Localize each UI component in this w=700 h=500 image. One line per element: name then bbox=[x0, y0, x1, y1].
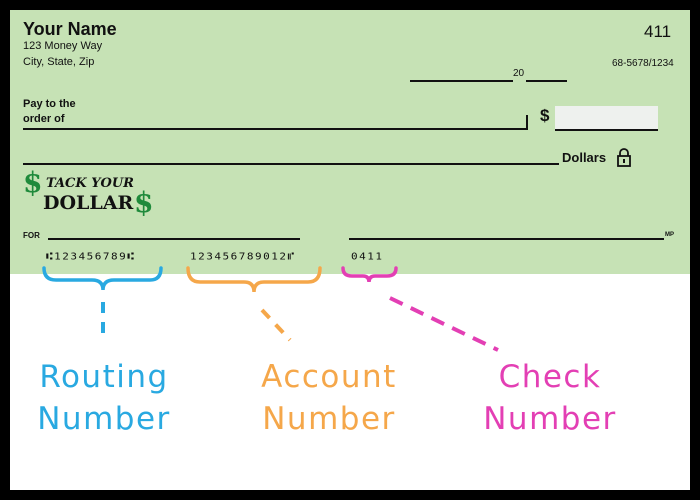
routing-label-line1: Routing bbox=[39, 359, 169, 395]
pay-to-label-line2: order of bbox=[23, 113, 65, 125]
micr-routing-number: ⑆123456789⑆ bbox=[46, 250, 136, 263]
explanation-area bbox=[10, 274, 690, 490]
mp-symbol: MP bbox=[665, 232, 674, 238]
check-number: 411 bbox=[644, 22, 672, 41]
date-line-left bbox=[410, 80, 513, 82]
logo-dollar-sign-right: $ bbox=[134, 186, 154, 219]
logo-dollar-sign-left: $ bbox=[23, 166, 43, 199]
amount-box bbox=[555, 106, 658, 131]
account-holder-name: Your Name bbox=[23, 19, 117, 39]
logo-line-1: TACK YOUR bbox=[46, 176, 134, 191]
memo-line bbox=[48, 238, 300, 240]
dollar-sign: $ bbox=[540, 106, 550, 125]
account-label-line2: Number bbox=[262, 401, 396, 437]
logo-line-2: DOLLAR bbox=[43, 192, 134, 214]
routing-label-line2: Number bbox=[37, 401, 171, 437]
micr-check-number: 0411 bbox=[351, 250, 384, 263]
fraction-code: 68-5678/1234 bbox=[612, 58, 674, 69]
date-line-right bbox=[526, 80, 567, 82]
written-amount-line bbox=[23, 163, 559, 165]
signature-line bbox=[349, 238, 664, 240]
stack-your-dollars-logo: $ TACK YOUR DOLLAR $ bbox=[23, 166, 163, 219]
payee-line bbox=[23, 128, 528, 130]
check bbox=[10, 10, 690, 274]
payee-line-end bbox=[526, 115, 528, 130]
dollars-label: Dollars bbox=[562, 150, 607, 165]
date-year-prefix: 20 bbox=[513, 68, 525, 79]
check-label-line1: Check bbox=[498, 359, 602, 395]
address-line-2: City, State, Zip bbox=[23, 56, 95, 68]
address-line-1: 123 Money Way bbox=[23, 40, 103, 52]
check-label-line2: Number bbox=[483, 401, 617, 437]
pay-to-label-line1: Pay to the bbox=[23, 98, 76, 110]
memo-label: FOR bbox=[23, 231, 40, 240]
micr-account-number: 123456789012⑈ bbox=[190, 250, 296, 263]
account-label-line1: Account bbox=[261, 359, 397, 395]
